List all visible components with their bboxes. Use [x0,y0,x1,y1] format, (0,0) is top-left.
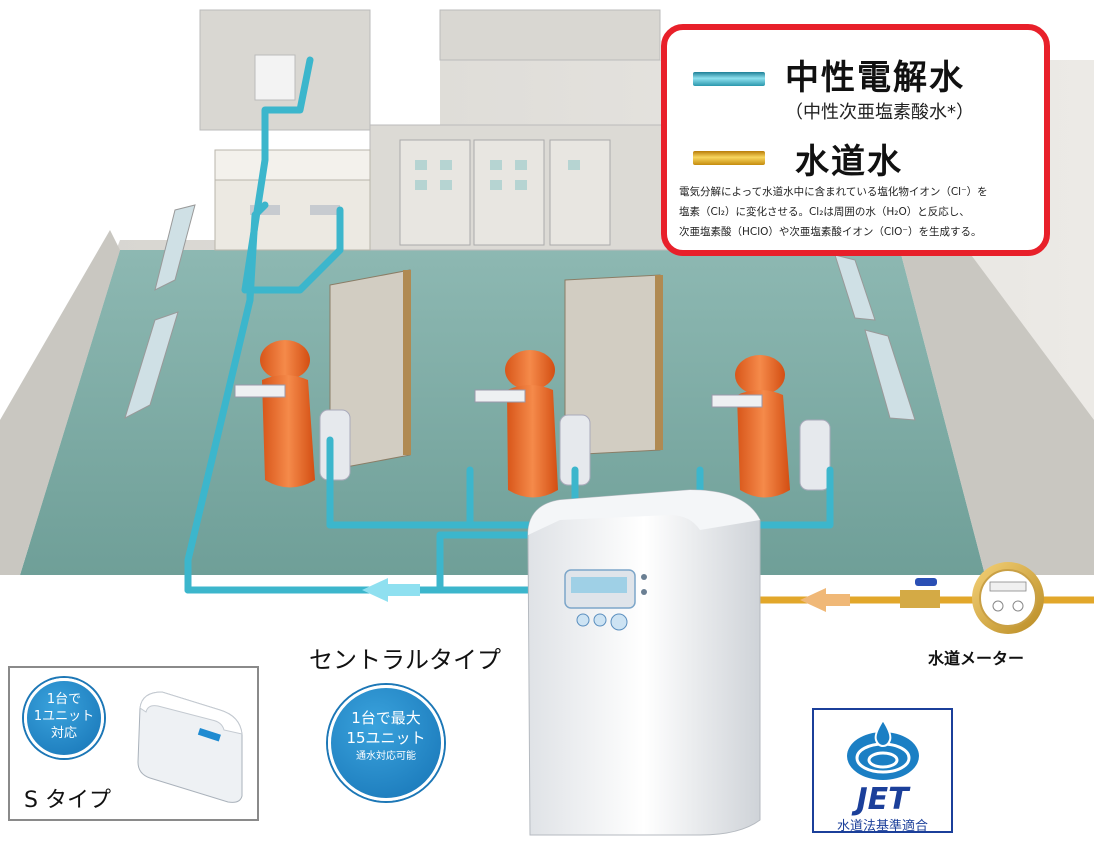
dental-chair-2 [474,350,591,498]
floor [20,250,985,575]
s-badge-line: 1台で [46,692,82,707]
s-type-box: 1台で 1ユニット 対応 S タイプ [8,666,259,821]
s-badge-line: 対応 [50,726,77,741]
legend-box: 中性電解水 （中性次亜塩素酸水*） 水道水 電気分解によって水道水中に含まれてい… [661,24,1050,256]
s-type-unit [137,691,243,803]
s-type-label: S タイプ [24,788,111,813]
tap-water-label: 水道水 [795,142,903,182]
flow-arrow-blue [362,578,420,602]
neutral-water-label: 中性電解水 [785,58,965,98]
legend-note-line: 塩素（Cl₂）に変化させる。Cl₂は周囲の水（H₂O）と反応し、 [679,206,970,218]
central-unit [527,489,761,836]
water-meter-icon [972,562,1044,634]
dental-chair-1 [234,340,351,488]
jet-label: 水道法基準適合 [836,819,928,834]
water-meter-label: 水道メーター [928,649,1025,668]
legend-note: 電気分解によって水道水中に含まれている塩化物イオン（Cl⁻）を 塩素（Cl₂）に… [679,182,1049,242]
jet-certification: JET 水道法基準適合 [812,708,953,834]
toilet [254,54,296,101]
tap-water-pipe [760,578,1094,612]
central-badge-line: 通水対応可能 [356,751,416,762]
legend-note-line: 電気分解によって水道水中に含まれている塩化物イオン（Cl⁻）を [679,186,988,198]
s-type-badge: 1台で 1ユニット 対応 [24,678,104,758]
central-type-badge: 1台で最大 15ユニット 通水対応可能 [328,685,444,801]
jet-logo: JET [856,782,909,817]
neutral-water-swatch [693,72,765,86]
s-badge-line: 1ユニット [33,709,95,724]
central-badge-line: 15ユニット [346,729,426,747]
legend-note-line: 次亜塩素酸（HClO）や次亜塩素酸イオン（ClO⁻）を生成する。 [679,226,982,238]
central-badge-line: 1台で最大 [351,709,421,727]
central-type-label: セントラルタイプ [309,646,501,674]
tap-water-swatch [693,151,765,165]
jet-water-drop-icon [847,718,919,780]
neutral-water-sublabel: （中性次亜塩素酸水*） [785,102,974,123]
neutral-water-pipes [184,56,834,594]
dental-chair-3 [711,355,831,498]
